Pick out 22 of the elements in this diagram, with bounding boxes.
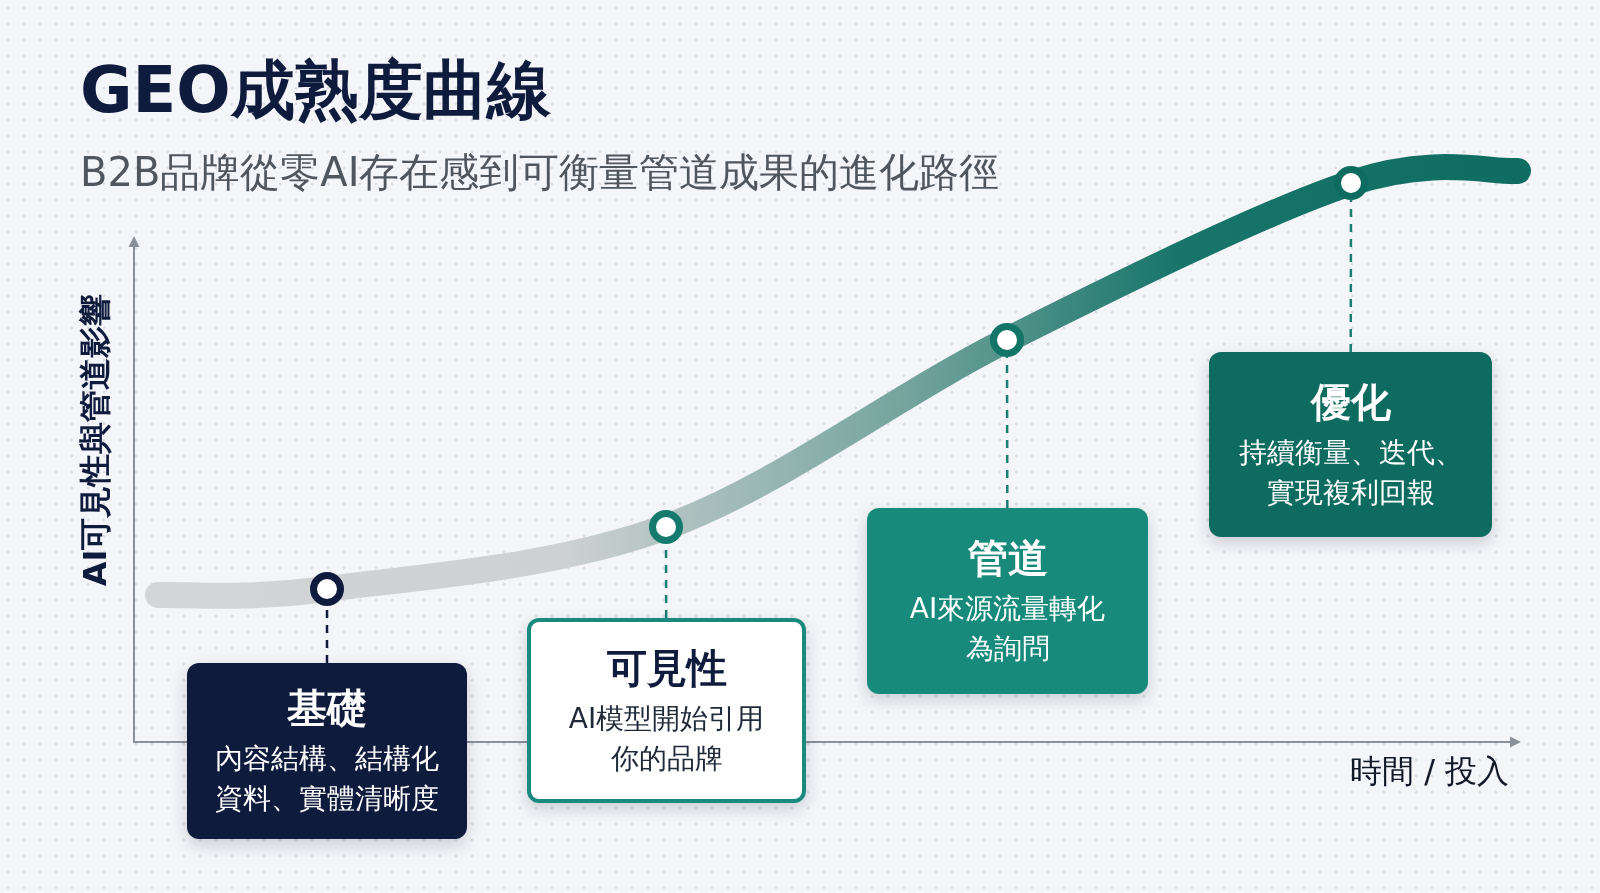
leader-line [1349,200,1353,352]
stage-description: AI模型開始引用你的品牌 [567,700,766,777]
milestone-marker [649,510,683,544]
diagram-title: GEO成熟度曲線 [80,52,551,129]
y-axis-label: AI可見性與管道影響 [75,292,115,589]
stage-card [1209,352,1492,537]
stage-heading: 管道 [967,534,1048,584]
x-axis-label: 時間 / 投入 [1350,751,1510,791]
milestone-marker [1334,166,1368,200]
milestone-marker [990,323,1024,357]
stage-description: AI來源流量轉化為詢問 [908,591,1107,667]
subtitle: B2B品牌從零AI存在感到可衡量管道成果的進化路徑 [80,148,1000,197]
stage-description: 內容結構、結構化資料、實體清晰度 [214,741,440,817]
leader-line [1005,357,1009,508]
stage-card [867,508,1148,694]
milestone-marker [310,572,344,606]
stage-heading: 優化 [1310,377,1391,427]
stage-heading: 基礎 [287,684,367,734]
stage-card [527,618,806,803]
stage-card [187,663,467,839]
stage-heading: 可見性 [606,643,727,693]
stage-description: 持續衡量、迭代、實現複利回報 [1237,434,1464,511]
